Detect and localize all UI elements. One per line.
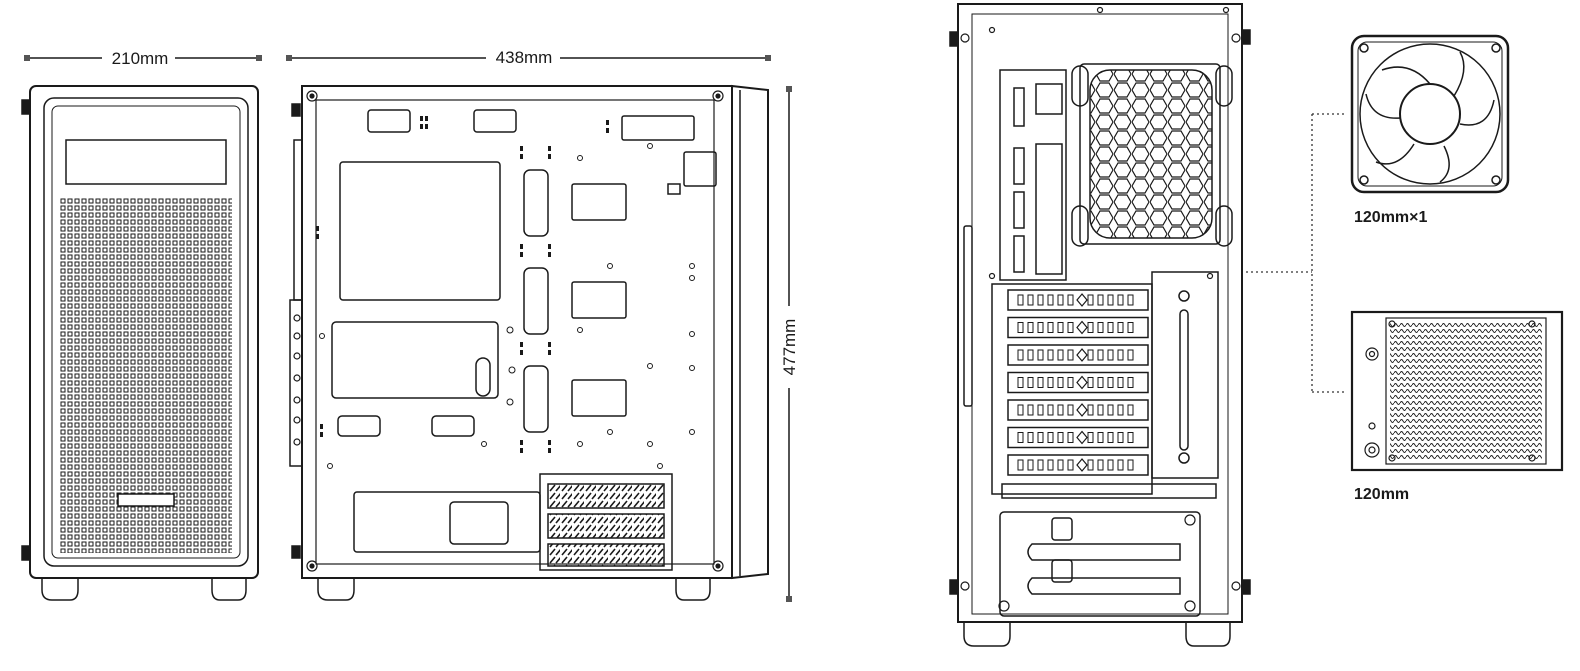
fan-illustration	[1350, 34, 1510, 194]
height-dimension-label: 477mm	[780, 319, 799, 376]
corner-screws	[306, 90, 724, 572]
front-view	[21, 55, 262, 601]
motherboard-cutout	[339, 161, 501, 301]
side-view	[286, 55, 792, 602]
slot-bracket	[1151, 271, 1219, 479]
expansion-slot-cover	[1007, 371, 1149, 394]
front-foot-right	[211, 578, 247, 601]
rear-io-shield	[999, 69, 1067, 281]
cpu-cutout	[331, 321, 499, 399]
front-io-window	[65, 139, 227, 185]
rear-foot-right	[1185, 622, 1231, 647]
side-foot-left	[317, 578, 355, 601]
fan-caption: 120mm×1	[1354, 209, 1427, 226]
psu-shroud	[353, 491, 541, 553]
rear-view	[949, 3, 1251, 647]
expansion-slot-cover	[1007, 399, 1149, 421]
front-foot-left	[41, 578, 79, 601]
expansion-slot-cover	[1007, 426, 1149, 449]
expansion-slot-cover	[1007, 344, 1149, 366]
height-dimension-line	[786, 86, 792, 602]
expansion-slot-cover	[1007, 454, 1149, 476]
rear-chassis	[957, 3, 1243, 623]
front-panel-profile	[731, 84, 769, 580]
expansion-slot-cover	[1007, 289, 1149, 311]
front-body	[29, 85, 259, 579]
length-dimension-line	[286, 55, 771, 61]
expansion-slots	[1007, 289, 1149, 476]
rear-psu-bay	[999, 511, 1201, 617]
radiator-illustration	[1350, 310, 1564, 472]
width-dimension-label: 210mm	[112, 49, 169, 68]
side-foot-right	[675, 578, 711, 601]
expansion-slot-cover	[1007, 316, 1149, 339]
radiator-caption: 120mm	[1354, 486, 1409, 503]
front-panel	[43, 97, 249, 567]
length-dimension-label: 438mm	[496, 48, 553, 67]
rear-fan-mount	[1079, 63, 1221, 245]
rear-foot-left	[963, 622, 1011, 647]
side-chassis	[301, 85, 733, 579]
leader-lines	[1246, 113, 1346, 393]
width-dimension-line	[24, 55, 262, 61]
drive-cage	[539, 473, 673, 571]
